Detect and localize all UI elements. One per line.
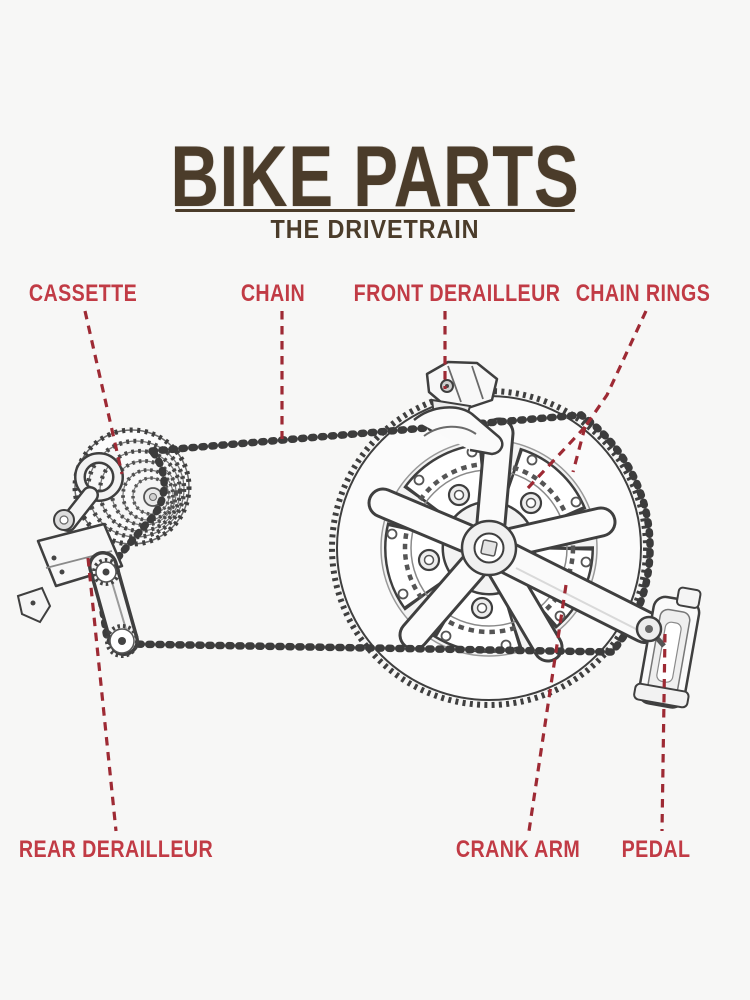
label-front-derailleur: FRONT DERAILLEUR bbox=[353, 280, 561, 307]
leader-chain-rings bbox=[583, 310, 648, 428]
label-pedal: PEDAL bbox=[621, 836, 691, 863]
leader-pedal bbox=[660, 633, 667, 832]
page-title: BIKE PARTS bbox=[170, 129, 580, 225]
leader-rear-derailleur bbox=[86, 557, 118, 832]
crank-arm-drawing bbox=[460, 519, 662, 644]
label-crank-arm: CRANK ARM bbox=[455, 836, 581, 863]
leader-cassette bbox=[83, 310, 124, 475]
label-chain-rings: CHAIN RINGS bbox=[575, 280, 711, 307]
label-rear-derailleur: REAR DERAILLEUR bbox=[18, 836, 214, 863]
leader-crank-arm bbox=[527, 584, 568, 832]
rear-derailleur-drawing bbox=[16, 452, 139, 658]
label-chain: CHAIN bbox=[240, 280, 306, 307]
leader-chain-rings-branch-inner bbox=[571, 426, 587, 473]
label-cassette: CASSETTE bbox=[28, 280, 138, 307]
title-divider bbox=[175, 209, 575, 212]
pedal-drawing bbox=[633, 586, 702, 709]
page-subtitle: THE DRIVETRAIN bbox=[270, 214, 480, 244]
